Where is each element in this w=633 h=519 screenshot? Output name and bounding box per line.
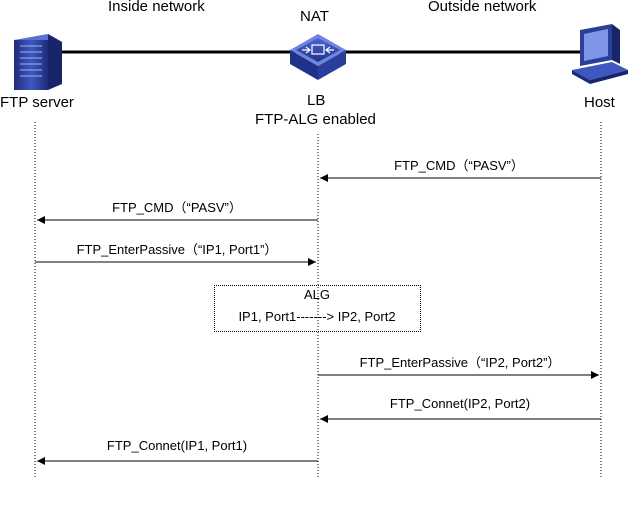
- lb-label: LB: [307, 92, 326, 109]
- message-label: FTP_EnterPassive（“IP2, Port2”）: [359, 355, 561, 370]
- message-label: FTP_CMD（“PASV”）: [112, 200, 242, 215]
- message-label: FTP_EnterPassive（“IP1, Port1”）: [76, 242, 278, 257]
- message-label: FTP_CMD（“PASV”）: [394, 158, 524, 173]
- ftp-server-label: FTP server: [0, 94, 74, 111]
- server-icon: [14, 34, 62, 90]
- computer-icon: [572, 24, 628, 84]
- outside-network-label: Outside network: [428, 0, 537, 15]
- alg-mapping: IP1, Port1-------> IP2, Port2: [238, 309, 396, 324]
- host-label: Host: [584, 94, 615, 111]
- nat-label: NAT: [300, 8, 329, 25]
- router-icon: [290, 34, 346, 80]
- message-label: FTP_Connet(IP1, Port1): [106, 438, 248, 453]
- inside-network-label: Inside network: [108, 0, 205, 15]
- alg-title: ALG: [303, 287, 331, 302]
- alg-box: [214, 285, 421, 332]
- ftp-alg-enabled-label: FTP-ALG enabled: [255, 111, 376, 128]
- message-label: FTP_Connet(IP2, Port2): [389, 396, 531, 411]
